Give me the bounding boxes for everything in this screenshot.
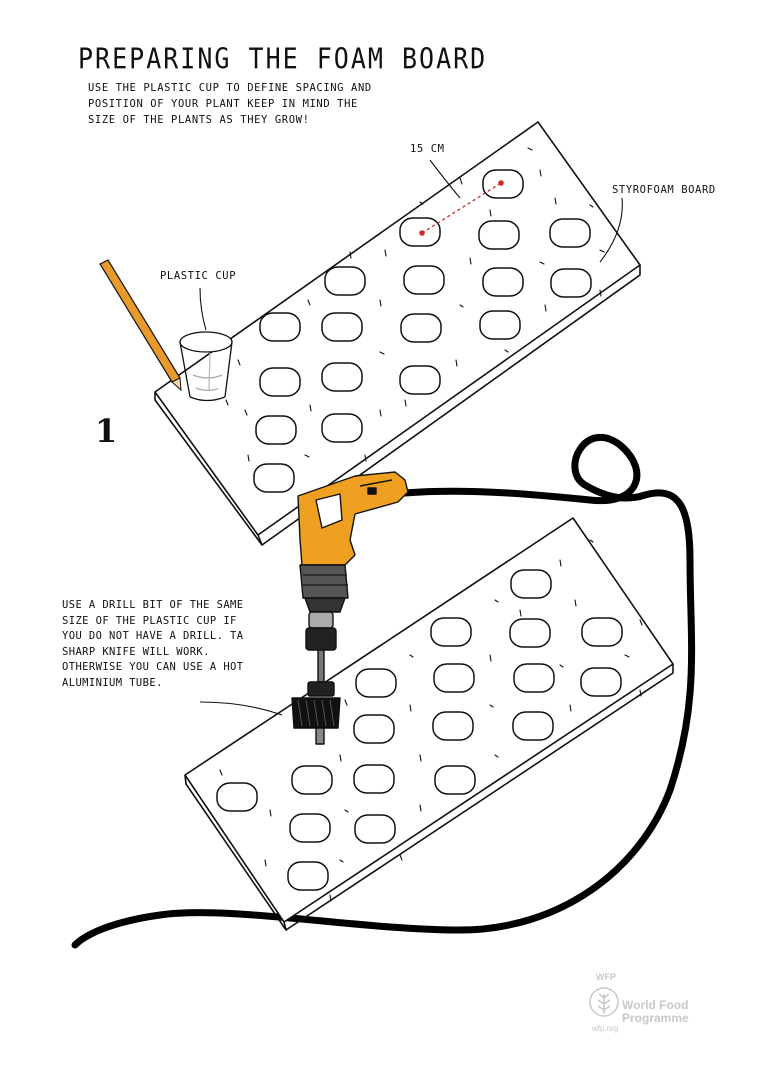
- drill-note: USE A DRILL BIT OF THE SAME SIZE OF THE …: [62, 598, 262, 691]
- wfp-logo: WFP World Food Programme wfp.org: [586, 972, 726, 1036]
- wheat-emblem-icon: [588, 984, 620, 1020]
- logo-name-line2: Programme: [622, 1011, 689, 1025]
- step-number: 1: [95, 412, 117, 450]
- styrofoam-board-bottom: [185, 518, 673, 930]
- logo-name-line1: World Food: [622, 998, 688, 1012]
- spacing-label: 15 CM: [410, 143, 445, 155]
- drill-note-leader: [200, 702, 282, 715]
- cup-label-leader: [200, 288, 206, 330]
- instruction-text: USE THE PLASTIC CUP TO DEFINE SPACING AN…: [88, 80, 378, 128]
- board-label: STYROFOAM BOARD: [612, 184, 716, 196]
- logo-abbr: WFP: [596, 972, 616, 982]
- cup-label: PLASTIC CUP: [160, 270, 236, 282]
- logo-url: wfp.org: [592, 1024, 618, 1033]
- page-title: PREPARING THE FOAM BOARD: [78, 42, 487, 75]
